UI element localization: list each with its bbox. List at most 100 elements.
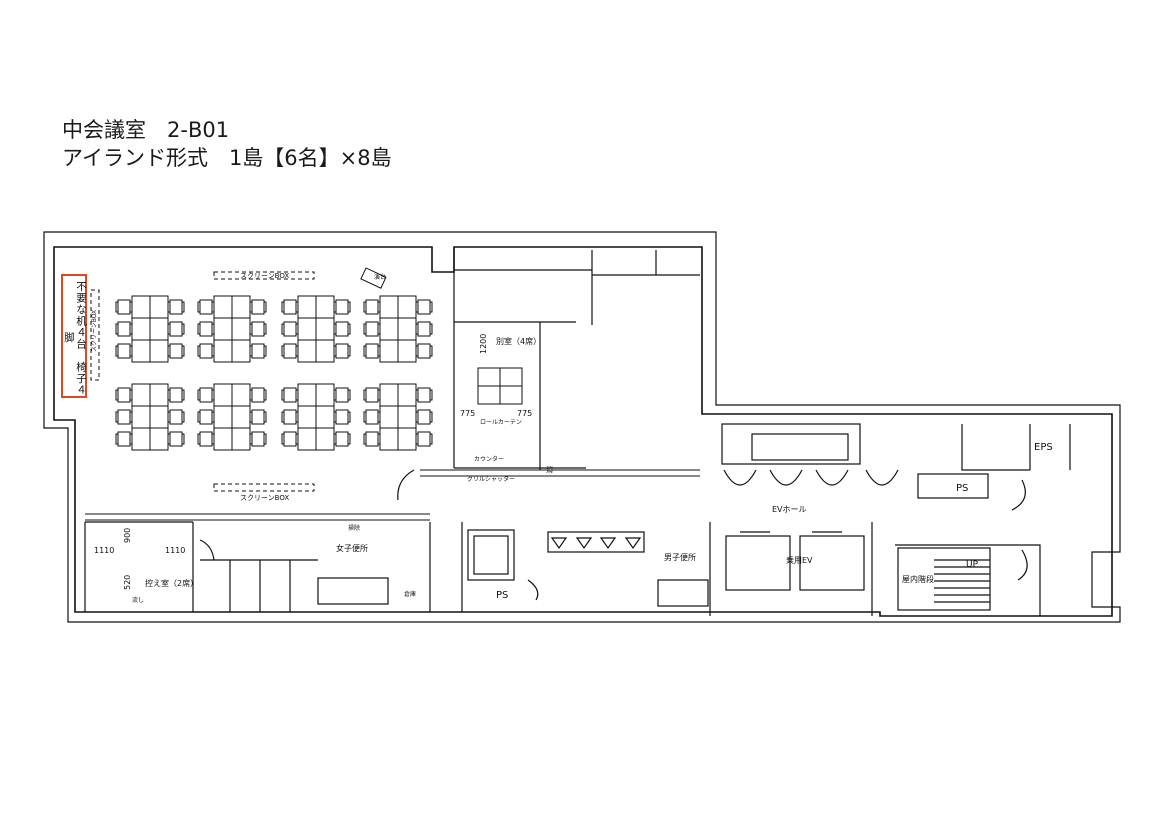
podium bbox=[360, 267, 387, 289]
up-label: UP bbox=[966, 560, 979, 570]
dim-775-right: 775 bbox=[517, 409, 532, 418]
chair-left bbox=[281, 299, 299, 315]
dim-1110-right: 1110 bbox=[165, 546, 185, 555]
separate-room-table bbox=[477, 367, 523, 405]
chair-left bbox=[281, 387, 299, 403]
stair-box bbox=[897, 547, 991, 611]
toilet-stalls bbox=[200, 559, 318, 612]
chair-right bbox=[249, 431, 267, 447]
grill-shutter-label: グリルシャッター bbox=[467, 475, 515, 483]
separate-room-label: 別室（4席） bbox=[496, 336, 541, 346]
urinals bbox=[550, 537, 642, 550]
urinal-row bbox=[547, 531, 645, 553]
chair-right bbox=[415, 343, 433, 359]
unused-furniture-notice: 不要な机４台 椅子４脚 bbox=[61, 274, 87, 398]
passenger-ev-label: 乗用EV bbox=[786, 555, 813, 565]
chair-left bbox=[197, 409, 215, 425]
room-title: 中会議室 2-B01 bbox=[62, 118, 230, 142]
chair-left bbox=[281, 431, 299, 447]
lift-inner bbox=[473, 535, 509, 575]
chair-right bbox=[249, 299, 267, 315]
ps-room-right bbox=[917, 473, 989, 499]
chair-left bbox=[197, 343, 215, 359]
chair-right bbox=[167, 387, 185, 403]
elevator-2 bbox=[799, 535, 865, 591]
unused-furniture-text: 不要な机４台 椅子４脚 bbox=[63, 280, 87, 396]
chair-left bbox=[115, 299, 133, 315]
inner-wall bbox=[53, 246, 1113, 617]
eps-label: EPS bbox=[1034, 442, 1053, 453]
chair-left bbox=[115, 321, 133, 337]
dim-900: 900 bbox=[123, 528, 132, 543]
chair-right bbox=[415, 409, 433, 425]
corridor-wall-top bbox=[420, 469, 700, 477]
ev-hall-inner bbox=[751, 433, 849, 461]
screen-box-bottom-label: スクリーンBOX bbox=[240, 494, 289, 502]
outer-wall bbox=[43, 231, 1121, 623]
chair-left bbox=[197, 299, 215, 315]
chair-right bbox=[333, 387, 351, 403]
island-6 bbox=[197, 383, 267, 451]
sink-label-c: 倉庫 bbox=[404, 590, 416, 598]
island-1 bbox=[115, 295, 185, 363]
elevator-1 bbox=[725, 535, 791, 591]
screen-box-left bbox=[90, 289, 100, 381]
screen-box-top-label: スクリーンBOX bbox=[240, 272, 289, 280]
chair-left bbox=[363, 409, 381, 425]
chair-left bbox=[363, 299, 381, 315]
chair-left bbox=[363, 431, 381, 447]
chair-right bbox=[333, 431, 351, 447]
roll-curtain-label: ロールカーテン bbox=[480, 419, 522, 426]
chair-left bbox=[281, 343, 299, 359]
chair-right bbox=[415, 299, 433, 315]
chair-right bbox=[415, 431, 433, 447]
chair-left bbox=[115, 343, 133, 359]
island-5 bbox=[115, 383, 185, 451]
fire-hydrant-label: 消 bbox=[546, 465, 553, 474]
dim-1200: 1200 bbox=[479, 334, 488, 354]
chair-left bbox=[363, 387, 381, 403]
chair-right bbox=[167, 409, 185, 425]
chair-left bbox=[115, 409, 133, 425]
island-8 bbox=[363, 383, 433, 451]
ev-hall-block bbox=[721, 423, 861, 465]
chair-left bbox=[115, 431, 133, 447]
ev-doors bbox=[723, 469, 899, 486]
chair-right bbox=[167, 431, 185, 447]
chair-left bbox=[363, 343, 381, 359]
chair-right bbox=[249, 409, 267, 425]
dim-520: 520 bbox=[123, 575, 132, 590]
chair-right bbox=[415, 321, 433, 337]
eps-room-wall bbox=[961, 424, 1071, 471]
door-arcs bbox=[199, 469, 1028, 601]
layout-subtitle: アイランド形式 1島【6名】×8島 bbox=[62, 146, 392, 170]
chair-left bbox=[197, 321, 215, 337]
stair-lines bbox=[934, 559, 990, 603]
chair-right bbox=[167, 343, 185, 359]
screen-box-bottom bbox=[213, 483, 315, 492]
store-room-wall bbox=[453, 247, 700, 468]
womens-restroom-label: 女子便所 bbox=[336, 543, 368, 553]
sink-label-b: 掃除 bbox=[348, 524, 360, 532]
island-4 bbox=[363, 295, 433, 363]
chair-left bbox=[115, 387, 133, 403]
podium-label: 演台 bbox=[374, 273, 386, 281]
chair-right bbox=[249, 321, 267, 337]
chair-right bbox=[249, 343, 267, 359]
womens-sink-counter bbox=[317, 577, 389, 605]
ev-hall-label: EVホール bbox=[772, 505, 807, 514]
island-7 bbox=[281, 383, 351, 451]
chair-right bbox=[167, 299, 185, 315]
mens-restroom-label: 男子便所 bbox=[664, 552, 696, 562]
chair-right bbox=[167, 321, 185, 337]
chair-right bbox=[333, 321, 351, 337]
screen-box-left-label: スクリーンBOX bbox=[91, 310, 98, 352]
ps-right-label: PS bbox=[956, 483, 968, 494]
counter-label: カウンター bbox=[474, 455, 504, 463]
corridor-wall-bottom bbox=[85, 513, 430, 521]
chair-right bbox=[333, 343, 351, 359]
island-2 bbox=[197, 295, 267, 363]
dim-775-left: 775 bbox=[460, 409, 475, 418]
chair-right bbox=[249, 387, 267, 403]
